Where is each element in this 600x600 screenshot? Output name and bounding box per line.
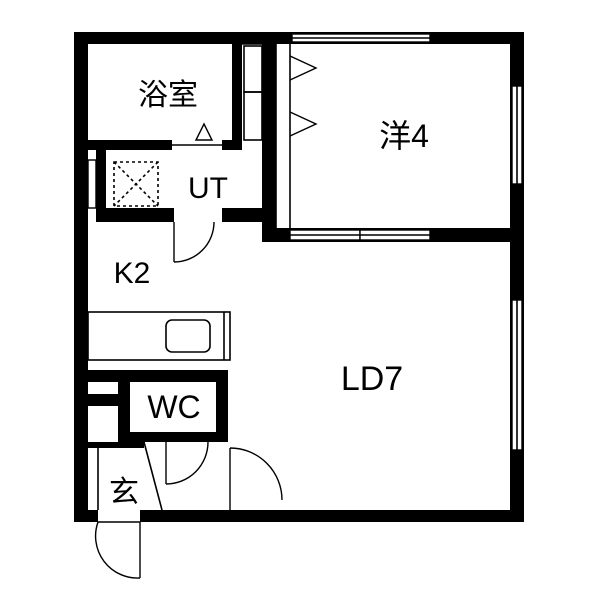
utility-wall-left xyxy=(96,150,106,210)
closet-door-chevron-bottom xyxy=(289,111,318,137)
washer-tray-diag-2 xyxy=(113,161,159,207)
utility-door-arc xyxy=(173,221,215,263)
exterior-wall-left xyxy=(74,32,88,522)
wc-wall-bottom xyxy=(118,432,228,442)
room-label-entrance: 玄 xyxy=(109,476,139,509)
room-label-utility: UT xyxy=(188,172,228,205)
closet-slot-a xyxy=(243,45,263,93)
entrance-step-line xyxy=(143,441,163,511)
utility-left-window xyxy=(87,159,97,209)
wc-left-divider xyxy=(88,394,118,406)
bathroom-wall-bottom xyxy=(88,140,172,150)
wc-wall-left xyxy=(118,370,130,442)
wc-wall-top xyxy=(88,370,226,382)
utility-wall-bottom-2 xyxy=(222,208,276,222)
wc-door-arc xyxy=(165,441,209,485)
bathroom-wall-bottom-2 xyxy=(222,140,242,150)
washer-tray xyxy=(113,161,159,207)
room-label-kitchen: K2 xyxy=(114,257,151,290)
wc-wall-right xyxy=(216,370,228,442)
utility-wall-right xyxy=(262,150,276,214)
room-label-living: LD7 xyxy=(341,360,403,398)
kitchen-sink xyxy=(165,319,211,353)
room-label-toilet: WC xyxy=(147,389,200,425)
room-label-bedroom: 洋4 xyxy=(379,118,429,154)
exterior-wall-bottom xyxy=(140,510,524,522)
exterior-wall-bottom-left xyxy=(74,510,98,522)
bathroom-door-marker xyxy=(194,122,214,141)
utility-wall-bottom xyxy=(96,208,174,222)
entrance-door-arc xyxy=(94,521,141,579)
entrance-wall-top xyxy=(88,442,144,448)
closet-slot-b xyxy=(243,91,263,141)
kitchen-counter xyxy=(87,311,231,361)
closet-door-chevron-top xyxy=(289,55,318,81)
living-door-arc xyxy=(229,447,283,501)
room-label-bathroom: 浴室 xyxy=(138,79,198,112)
bathroom-wall-right xyxy=(232,32,242,150)
